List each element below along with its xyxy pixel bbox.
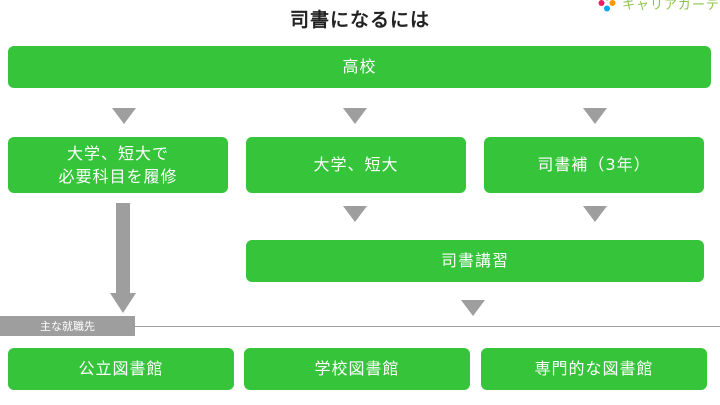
arrow-down-icon [343,206,367,222]
node-librarian-course-label: 司書講習 [440,251,509,271]
node-assistant-librarian-label: 司書補（3年） [537,155,651,175]
arrow-down-icon [112,108,136,124]
arrow-down-icon [583,206,607,222]
arrow-down-icon [583,108,607,124]
node-univ-with-courses: 大学、短大で 必要科目を履修 [8,137,228,193]
flower-logo-icon [598,0,616,12]
long-arrow-down-icon [110,203,136,313]
page-title: 司書になるには [289,9,430,31]
section-divider [0,326,720,327]
node-univ-label: 大学、短大 [313,155,399,175]
career-special-library-label: 専門的な図書館 [534,359,654,379]
node-univ: 大学、短大 [246,137,466,193]
career-special-library: 専門的な図書館 [481,348,707,390]
career-school-library: 学校図書館 [244,348,470,390]
brand-logo-group: キャリアガーデン [598,0,720,13]
node-univ-with-courses-line1: 大学、短大で [66,143,169,163]
career-public-library-label: 公立図書館 [78,359,164,379]
node-high-school: 高校 [8,46,711,88]
node-librarian-course: 司書講習 [246,240,704,282]
career-public-library: 公立図書館 [8,348,234,390]
arrow-down-icon [461,300,485,316]
brand-text: キャリアガーデン [622,0,720,13]
node-assistant-librarian: 司書補（3年） [484,137,704,193]
arrow-down-icon [343,108,367,124]
node-univ-with-courses-line2: 必要科目を履修 [58,167,178,186]
career-school-library-label: 学校図書館 [314,359,400,379]
career-section-label: 主な就職先 [0,316,135,336]
node-high-school-label: 高校 [342,57,377,77]
